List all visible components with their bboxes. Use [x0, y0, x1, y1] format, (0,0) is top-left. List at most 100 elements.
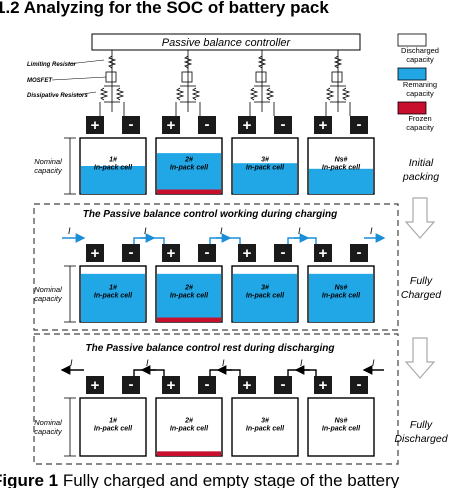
nominal-capacity-word: Nominal — [34, 157, 62, 166]
panel-discharging-border — [33, 333, 399, 465]
remaining-capacity-fill — [233, 273, 297, 322]
stage-label-line: Initial — [409, 157, 434, 169]
discharging-current-path — [209, 369, 241, 376]
cell-label: 1#In-pack cell — [94, 157, 133, 172]
balance-circuit-1 — [99, 50, 125, 116]
cell-label: Ns#In-pack cell — [322, 417, 361, 432]
cell-id: 1# — [109, 285, 117, 292]
current-label: I — [372, 358, 375, 368]
positive-terminal-symbol: + — [243, 245, 252, 262]
negative-terminal — [122, 244, 140, 262]
remaining-capacity-fill — [157, 273, 221, 322]
positive-terminal-symbol: + — [91, 245, 100, 262]
panel-charging-border — [33, 203, 399, 331]
cell-id: Ns# — [335, 157, 348, 164]
current-label: I — [70, 358, 73, 368]
limiting-resistor-label: Limiting Resistor — [27, 62, 77, 68]
current-label: I — [370, 226, 373, 236]
stage-label-line: packing — [402, 171, 439, 183]
discharging-current-path — [133, 369, 165, 376]
cell-label: 2#In-pack cell — [170, 417, 209, 432]
cell-suffix: In-pack cell — [322, 425, 361, 432]
nominal-capacity-word: capacity — [34, 427, 63, 436]
current-label: I — [298, 226, 301, 236]
cell-label: 3#In-pack cell — [246, 157, 285, 172]
panel-charging-header: The Passive balance control working duri… — [83, 209, 338, 220]
cell-label: 1#In-pack cell — [94, 285, 133, 300]
cell-id: 3# — [261, 417, 269, 424]
cell-body — [231, 397, 299, 457]
negative-terminal-symbol: - — [129, 376, 134, 393]
frozen-capacity-fill — [157, 317, 221, 322]
positive-terminal-symbol: + — [91, 117, 100, 134]
cell-suffix: In-pack cell — [246, 165, 285, 172]
cell-suffix: In-pack cell — [170, 165, 209, 172]
charging-current-path — [209, 237, 241, 244]
controller-label: Passive balance controller — [162, 37, 292, 49]
positive-terminal — [162, 116, 180, 134]
cell-label: Ns#In-pack cell — [322, 157, 361, 172]
current-label: I — [220, 226, 223, 236]
negative-terminal-symbol: - — [281, 116, 286, 133]
positive-terminal-symbol: + — [167, 377, 176, 394]
positive-terminal — [314, 244, 332, 262]
cell-id: 3# — [261, 285, 269, 292]
negative-terminal — [122, 116, 140, 134]
cell-suffix: In-pack cell — [322, 293, 361, 300]
dissipative-resistor-label: Dissipative Resistors — [27, 93, 88, 99]
positive-terminal-symbol: + — [243, 117, 252, 134]
positive-terminal — [162, 376, 180, 394]
positive-terminal-symbol: + — [243, 377, 252, 394]
controller-box — [91, 33, 361, 51]
frozen-capacity-fill — [157, 189, 221, 194]
panel-discharging-header: The Passive balance control rest during … — [86, 343, 335, 354]
stage-label-line: Fully — [410, 419, 433, 431]
current-label: I — [146, 358, 149, 368]
cell-id: 2# — [184, 157, 193, 164]
cell-body — [307, 397, 375, 457]
balance-circuit-2 — [175, 50, 201, 116]
cell-id: Ns# — [335, 285, 348, 292]
cell-label: 3#In-pack cell — [246, 285, 285, 300]
negative-terminal-symbol: - — [129, 116, 134, 133]
nominal-capacity-word: capacity — [34, 294, 63, 303]
cell-id: 2# — [184, 285, 193, 292]
remaining-capacity-fill — [233, 163, 297, 194]
frozen-capacity-fill — [157, 451, 221, 456]
negative-terminal-symbol: - — [205, 244, 210, 261]
remaining-capacity-fill — [309, 168, 373, 194]
balance-circuit-3 — [249, 50, 275, 116]
negative-terminal — [198, 244, 216, 262]
cell-suffix: In-pack cell — [170, 293, 209, 300]
stage-label-line: Charged — [401, 289, 442, 301]
cell-id: Ns# — [335, 417, 348, 424]
current-label: I — [68, 226, 71, 236]
legend-swatch-discharged — [397, 33, 427, 47]
cell-id: 3# — [261, 157, 269, 164]
caption-label: Figure 1 — [0, 471, 58, 488]
cell-label: 2#In-pack cell — [170, 285, 209, 300]
balance-circuits — [99, 50, 351, 116]
cell-suffix: In-pack cell — [246, 293, 285, 300]
nominal-capacity-word: capacity — [34, 166, 63, 175]
cell-suffix: In-pack cell — [94, 165, 133, 172]
positive-terminal-symbol: + — [319, 377, 328, 394]
nominal-capacity-word: Nominal — [34, 285, 62, 294]
positive-terminal — [86, 376, 104, 394]
current-label: I — [300, 358, 303, 368]
legend-swatch-frozen — [397, 101, 427, 115]
cell-id: 2# — [184, 417, 193, 424]
positive-terminal-symbol: + — [167, 245, 176, 262]
figure-caption: Figure 1 Fully charged and empty stage o… — [0, 471, 400, 488]
negative-terminal-symbol: - — [129, 244, 134, 261]
stage-label: Initial packing — [402, 157, 439, 183]
charging-current-path — [133, 237, 165, 244]
